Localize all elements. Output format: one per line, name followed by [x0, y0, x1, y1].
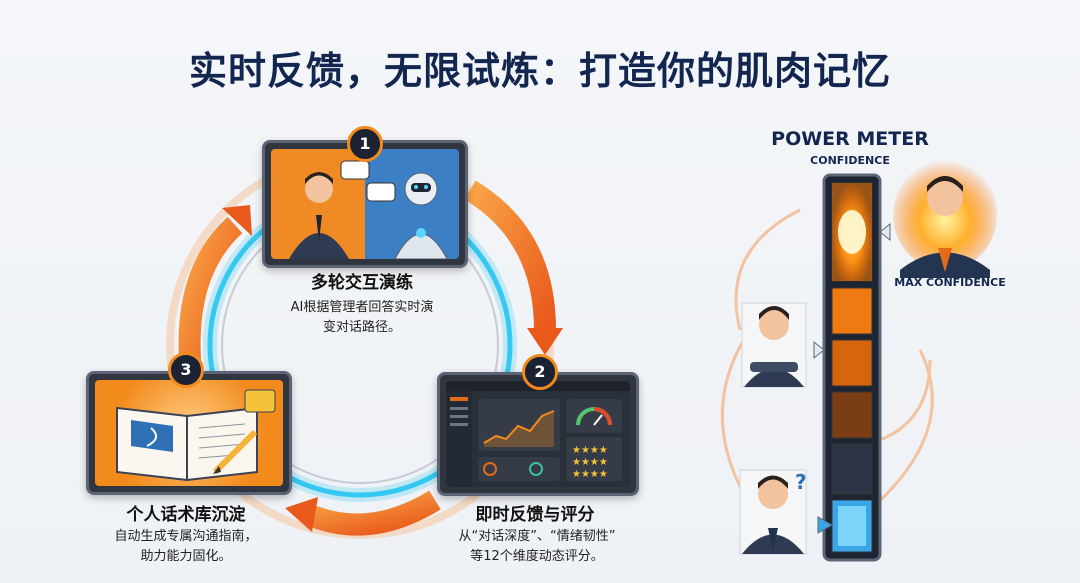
meter-pointer-mid	[813, 340, 825, 360]
step3-badge: 3	[168, 352, 204, 388]
step1-badge: 1	[347, 126, 383, 162]
arrow-head-3	[222, 205, 252, 236]
meter-segment-3	[831, 339, 873, 387]
step1-desc-line1: AI根据管理者回答实时演	[290, 300, 434, 315]
step3-card	[86, 371, 292, 495]
step3-desc-line2: 助力能力固化。	[140, 549, 232, 564]
unsure-person-avatar	[739, 469, 807, 555]
step3-desc-line1: 自动生成专属沟通指南，	[114, 529, 258, 544]
svg-text:★★★★: ★★★★	[572, 457, 608, 468]
confident-person-avatar	[893, 160, 997, 278]
page-title: 实时反馈，无限试炼：打造你的肌肉记忆	[188, 49, 891, 93]
neutral-person-avatar	[741, 302, 807, 388]
svg-text:★★★★: ★★★★	[572, 445, 608, 456]
meter-pointer-bottom	[817, 516, 834, 534]
meter-left-arrow-2	[734, 208, 801, 331]
arrow-step3-to-step1	[178, 216, 243, 361]
step1-title: 多轮交互演练	[311, 273, 413, 293]
dashboard-illustration: ★★★★ ★★★★ ★★★★	[446, 381, 630, 487]
arrow-head-1	[527, 328, 563, 355]
meter-segments	[831, 182, 873, 553]
arrow-step2-to-step3	[305, 490, 441, 536]
question-mark: ?	[795, 470, 807, 494]
meter-right-arrow-1	[869, 349, 934, 512]
meter-segment-2	[831, 287, 873, 335]
step2-desc-line2: 等12个维度动态评分。	[470, 549, 604, 564]
max-confidence-label: MAX CONFIDENCE	[894, 276, 1006, 289]
open-notebook-illustration	[116, 389, 276, 482]
power-meter-title: POWER METER	[771, 128, 929, 150]
power-meter-subtitle: CONFIDENCE	[810, 154, 890, 167]
human-ai-conversation-illustration	[289, 160, 448, 259]
step2-desc-line1: 从“对话深度”、“情绪韧性”	[458, 529, 616, 544]
step2-title: 即时反馈与评分	[475, 505, 595, 525]
arrow-step1-to-step2	[464, 180, 556, 331]
step2-card: ★★★★ ★★★★ ★★★★	[437, 372, 639, 496]
meter-right-arrow-2	[879, 359, 932, 442]
step2-badge: 2	[522, 354, 558, 390]
step3-title: 个人话术库沉淀	[126, 505, 246, 525]
svg-text:★★★★: ★★★★	[572, 469, 608, 480]
meter-segment-4	[831, 391, 873, 439]
meter-segment-5	[831, 443, 873, 495]
meter-pointer-top	[879, 222, 891, 242]
arrow-head-2	[285, 497, 318, 532]
step1-desc-line2: 变对话路径。	[322, 320, 401, 335]
